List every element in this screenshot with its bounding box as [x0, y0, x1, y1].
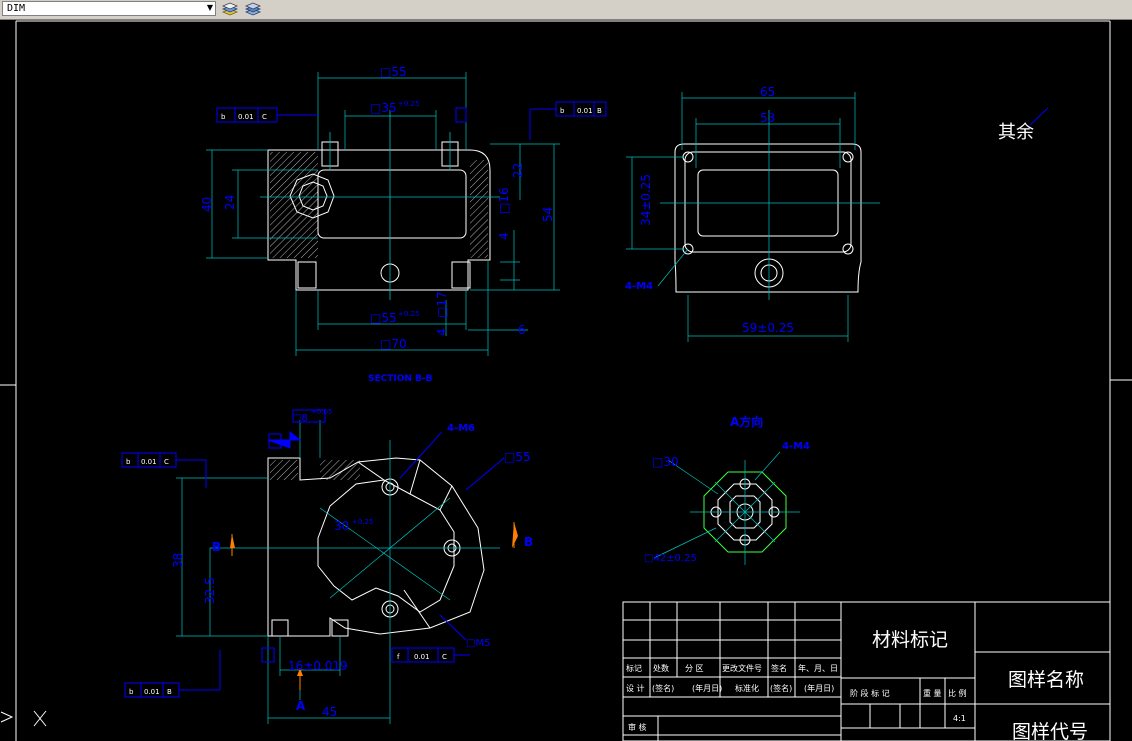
dim-4b: 4: [435, 328, 449, 336]
layer-previous-button[interactable]: [221, 1, 239, 17]
tb-label-mark: 标记: [626, 663, 642, 673]
dim-35: □35: [370, 101, 397, 115]
fcf-bm-val: 0.01: [414, 653, 430, 661]
dim-24: 24: [223, 195, 237, 210]
title-block: [622, 601, 1111, 741]
tb-label-date: 年、月、日: [798, 663, 838, 673]
fcf-bl2-val: 0.01: [144, 688, 160, 696]
material-mark: 材料标记: [872, 629, 948, 651]
layer-dropdown[interactable]: DIM ▼: [2, 1, 216, 16]
dim-59: 59±0.25: [742, 321, 794, 335]
tb-standard: 标准化: [735, 683, 759, 693]
dim-38: 38: [171, 553, 185, 568]
dim-70: □70: [380, 337, 407, 351]
dim-a-42: □42±0.25: [644, 553, 697, 564]
dim-45: 45: [322, 705, 337, 719]
dim-6: 6: [518, 323, 526, 337]
dim-55b: □55: [370, 311, 397, 325]
tb-design-sign: (签名): [652, 683, 674, 693]
side-view: [121, 409, 518, 724]
fcf-bl1-ref: C: [164, 458, 169, 466]
tb-label-zone: 分 区: [685, 664, 704, 673]
dim-a-30: □30: [652, 455, 679, 469]
tb-standard-date: (年月日): [804, 683, 834, 693]
fcf-tl-val: 0.01: [238, 113, 254, 121]
layer-dropdown-value: DIM: [7, 3, 26, 14]
dim-4: 4: [497, 232, 511, 240]
label-b-right: B: [524, 535, 533, 549]
layer-states-icon: [244, 2, 262, 16]
fcf-bl1-sym: b: [126, 458, 131, 466]
dim-hole8-tol: +0.05: [311, 408, 332, 416]
tb-scale-label: 比 例: [948, 688, 967, 698]
tb-review: 审 核: [628, 722, 647, 732]
dim-54: 54: [541, 207, 555, 222]
drawing-canvas[interactable]: □55 □35 +0.25 40 24 22 54 4 □16 □55 +0.2…: [0, 20, 1132, 741]
dim-22: 22: [511, 163, 525, 178]
dim-30: 30: [334, 519, 349, 533]
tb-design-date: (年月日): [692, 683, 722, 693]
dim-40: 40: [200, 197, 214, 212]
label-a-4-m4: 4-M4: [782, 441, 810, 452]
dim-32-5: 32.5: [203, 577, 217, 604]
dim-35-tol: +0.25: [398, 100, 419, 108]
fcf-tl-ref: C: [262, 113, 267, 121]
fcf-bm-ref: C: [442, 653, 447, 661]
dim-16: □16: [497, 187, 511, 214]
fcf-tr-val: 0.01: [577, 107, 593, 115]
layer-states-button[interactable]: [244, 1, 262, 17]
a-direction-view: [653, 451, 800, 565]
dim-55b-tol: +0.25: [398, 310, 419, 318]
dim-65: 65: [760, 85, 775, 99]
label-a: A: [296, 699, 306, 713]
chevron-down-icon[interactable]: ▼: [206, 3, 213, 12]
fcf-bl2-ref: B: [167, 688, 172, 696]
drawing-name: 图样名称: [1008, 669, 1084, 691]
fcf-tr-ref: B: [597, 107, 602, 115]
tb-weight: 重 量: [923, 688, 942, 698]
a-view-title: A方向: [730, 414, 763, 429]
qiyu-text: 其余: [998, 122, 1034, 143]
layer-previous-icon: [221, 2, 239, 16]
tb-design: 设 计: [626, 683, 645, 693]
dim-53: 53: [760, 111, 775, 125]
fcf-tl-sym: b: [221, 113, 226, 121]
dim-30-tol: +0.25: [352, 518, 373, 526]
dim-34: 34±0.25: [639, 174, 653, 226]
surface-note: 其余: [998, 107, 1049, 143]
cad-drawing: □55 □35 +0.25 40 24 22 54 4 □16 □55 +0.2…: [0, 20, 1132, 741]
fcf-tr-sym: b: [560, 107, 565, 115]
label-m8: □M5: [466, 638, 490, 649]
layer-toolbar: DIM ▼: [0, 0, 1132, 20]
tb-scale-value: 4:1: [953, 714, 966, 723]
dim-17: □17: [435, 291, 449, 318]
dim-55: □55: [380, 65, 407, 79]
drawing-frame: [0, 20, 1132, 741]
dim-16-tol: 16±0.019: [288, 659, 348, 673]
tb-label-sign: 签名: [771, 663, 787, 673]
ucs-icon: [0, 710, 47, 727]
section-label: SECTION B-B: [368, 374, 433, 384]
label-4-m6: 4-M6: [447, 423, 475, 434]
fcf-bm-sym: f: [397, 653, 400, 661]
tb-stage: 阶 段 标 记: [850, 688, 890, 698]
front-view: [626, 92, 880, 342]
tb-label-change: 更改文件号: [722, 663, 762, 673]
fcf-bl1-val: 0.01: [141, 458, 157, 466]
fcf-bl2-sym: b: [129, 688, 134, 696]
tb-standard-sign: (签名): [770, 683, 792, 693]
dim-55c: □55: [504, 450, 531, 464]
section-view: [206, 72, 607, 356]
tb-label-count: 处数: [653, 663, 669, 673]
dim-hole8: □8: [292, 413, 308, 424]
drawing-code: 图样代号: [1012, 721, 1088, 741]
label-b-left: B: [212, 540, 221, 554]
label-4-m4: 4-M4: [625, 281, 653, 292]
